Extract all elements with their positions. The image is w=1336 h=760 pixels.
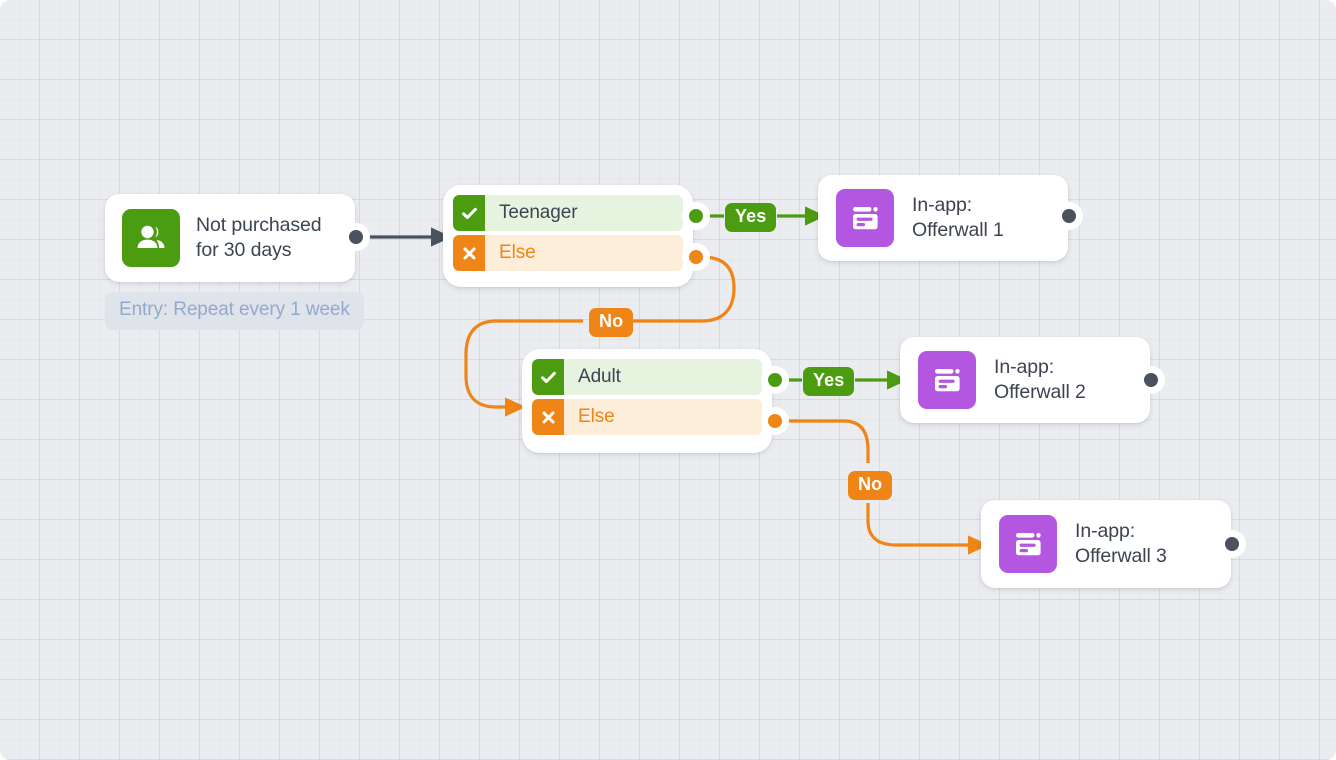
condition2-no-port[interactable] bbox=[761, 407, 789, 435]
action-node-offerwall-2[interactable]: In-app: Offerwall 2 bbox=[900, 337, 1150, 423]
condition-row-else[interactable]: Else bbox=[453, 235, 683, 271]
condition-row-yes[interactable]: Teenager bbox=[453, 195, 683, 231]
users-icon bbox=[122, 209, 180, 267]
port-dot bbox=[349, 230, 363, 244]
edge-condition2-no-b bbox=[866, 503, 989, 555]
offerwall-2-output-port[interactable] bbox=[1137, 366, 1165, 394]
action-node-offerwall-3[interactable]: In-app: Offerwall 3 bbox=[981, 500, 1231, 588]
offerwall-1-output-port[interactable] bbox=[1055, 202, 1083, 230]
check-icon bbox=[453, 195, 485, 231]
offerwall-3-output-port[interactable] bbox=[1218, 530, 1246, 558]
condition-row-label: Teenager bbox=[499, 202, 578, 223]
edge-condition2-no-a bbox=[781, 419, 870, 463]
trigger-label: Not purchased for 30 days bbox=[196, 214, 322, 261]
action-label: In-app: Offerwall 3 bbox=[1075, 520, 1167, 567]
edge-label-no-2: No bbox=[848, 471, 893, 500]
in-app-message-icon bbox=[999, 515, 1057, 573]
condition2-yes-port[interactable] bbox=[761, 366, 789, 394]
condition-node-teenager[interactable]: Teenager Else bbox=[443, 185, 693, 287]
cross-icon bbox=[532, 399, 564, 435]
action-label: In-app: Offerwall 2 bbox=[994, 356, 1086, 403]
port-dot bbox=[1062, 209, 1076, 223]
trigger-node[interactable]: Not purchased for 30 days bbox=[105, 194, 355, 282]
condition-row-label: Else bbox=[578, 406, 615, 427]
edge-label-yes-1: Yes bbox=[725, 203, 777, 232]
port-dot bbox=[1225, 537, 1239, 551]
port-dot bbox=[768, 414, 782, 428]
action-node-offerwall-1[interactable]: In-app: Offerwall 1 bbox=[818, 175, 1068, 261]
in-app-message-icon bbox=[918, 351, 976, 409]
condition-row-label: Adult bbox=[578, 366, 621, 387]
condition-row-else[interactable]: Else bbox=[532, 399, 762, 435]
condition-row-label: Else bbox=[499, 242, 536, 263]
port-dot bbox=[768, 373, 782, 387]
trigger-output-port[interactable] bbox=[342, 223, 370, 251]
condition-row-yes[interactable]: Adult bbox=[532, 359, 762, 395]
port-dot bbox=[689, 209, 703, 223]
port-dot bbox=[689, 250, 703, 264]
cross-icon bbox=[453, 235, 485, 271]
check-icon bbox=[532, 359, 564, 395]
edge-label-yes-2: Yes bbox=[803, 367, 855, 396]
in-app-message-icon bbox=[836, 189, 894, 247]
port-dot bbox=[1144, 373, 1158, 387]
action-label: In-app: Offerwall 1 bbox=[912, 194, 1004, 241]
condition1-no-port[interactable] bbox=[682, 243, 710, 271]
condition1-yes-port[interactable] bbox=[682, 202, 710, 230]
edge-label-no-1: No bbox=[589, 308, 634, 337]
entry-badge: Entry: Repeat every 1 week bbox=[105, 292, 364, 330]
condition-node-adult[interactable]: Adult Else bbox=[522, 349, 772, 453]
